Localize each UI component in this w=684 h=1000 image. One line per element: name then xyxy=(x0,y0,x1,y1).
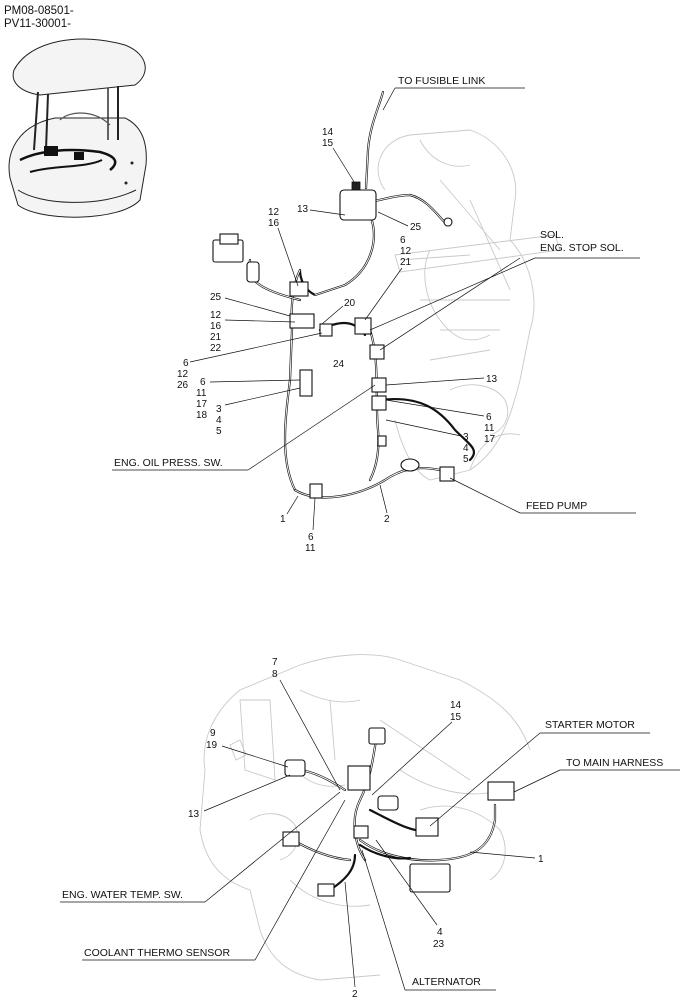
ref-14: 14 xyxy=(450,700,462,711)
ref-2: 2 xyxy=(384,514,390,525)
water-temp-switch xyxy=(284,759,306,777)
ref-4: 4 xyxy=(216,415,222,426)
terminal-nut xyxy=(351,181,361,191)
ref-9: 9 xyxy=(210,728,216,739)
ref-22: 22 xyxy=(210,343,222,354)
ref-11: 11 xyxy=(196,388,207,399)
battery-terminal xyxy=(368,727,386,745)
ref-13: 13 xyxy=(188,809,200,820)
ref-15: 15 xyxy=(450,712,462,723)
callout-starter-motor: STARTER MOTOR xyxy=(545,719,635,731)
ref-12: 12 xyxy=(177,369,189,380)
clamp-4 xyxy=(371,395,387,411)
ref-18: 18 xyxy=(196,410,208,421)
ref-1: 1 xyxy=(280,514,286,525)
ref-5: 5 xyxy=(216,426,222,437)
ref-11: 11 xyxy=(305,543,316,554)
ref-2: 2 xyxy=(352,989,358,1000)
ref-13: 13 xyxy=(486,374,498,385)
stop-sol-connector xyxy=(369,344,385,360)
ref-20: 20 xyxy=(344,298,356,309)
upper-wire-harness xyxy=(247,90,476,499)
boot xyxy=(400,458,420,472)
ref-6: 6 xyxy=(486,412,492,423)
feed-pump-connector xyxy=(439,466,455,482)
clamp-junction xyxy=(347,765,371,791)
ref-12: 12 xyxy=(400,246,412,257)
ref-12: 12 xyxy=(268,207,280,218)
clamp-3 xyxy=(319,323,333,337)
callout-sol: SOL. xyxy=(540,229,564,241)
upper-components xyxy=(212,181,455,499)
clip xyxy=(377,435,387,447)
ref-12: 12 xyxy=(210,310,222,321)
callout-eng-oil-press-sw: ENG. OIL PRESS. SW. xyxy=(114,457,223,469)
ref-21: 21 xyxy=(400,257,412,268)
ref-17: 17 xyxy=(484,434,496,445)
ref-3: 3 xyxy=(463,432,469,443)
lower-components xyxy=(282,727,515,897)
oil-press-sw-connector xyxy=(371,377,387,393)
clamp-1 xyxy=(289,281,309,297)
ref-4: 4 xyxy=(463,443,469,454)
mount-plate xyxy=(299,369,313,397)
clamp-5 xyxy=(309,483,323,499)
ref-21: 21 xyxy=(210,332,222,343)
starter-connector xyxy=(415,817,439,837)
ref-25: 25 xyxy=(210,292,222,303)
ref-17: 17 xyxy=(196,399,208,410)
fusible-link-bracket xyxy=(339,189,377,221)
ref-7: 7 xyxy=(272,657,278,668)
ref-16: 16 xyxy=(210,321,222,332)
callout-feed-pump: FEED PUMP xyxy=(526,500,587,512)
ref-5: 5 xyxy=(463,454,469,465)
ref-4: 4 xyxy=(437,927,443,938)
callout-to-main-harness: TO MAIN HARNESS xyxy=(566,757,663,769)
ref-11: 11 xyxy=(484,423,495,434)
lower-wire-harness xyxy=(291,738,497,892)
harness-end xyxy=(443,217,453,227)
solenoid-connector xyxy=(354,317,372,335)
clip xyxy=(353,825,369,839)
ref-15: 15 xyxy=(322,138,334,149)
machine-thumbnail xyxy=(8,38,147,218)
ref-1: 1 xyxy=(538,854,544,865)
ref-24: 24 xyxy=(333,359,345,370)
ref-14: 14 xyxy=(322,127,334,138)
ref-6: 6 xyxy=(308,532,314,543)
ref-23: 23 xyxy=(433,939,445,950)
connector-a xyxy=(377,795,399,811)
ref-19: 19 xyxy=(206,740,218,751)
clamp-2 xyxy=(289,313,315,329)
ref-6: 6 xyxy=(400,235,406,246)
main-harness-connector xyxy=(487,781,515,801)
callout-coolant-thermo-sensor: COOLANT THERMO SENSOR xyxy=(84,947,230,959)
ref-26: 26 xyxy=(177,380,189,391)
coolant-sensor-connector xyxy=(282,831,300,847)
ref-13: 13 xyxy=(297,204,309,215)
upper-callouts: TO FUSIBLE LINK SOL. ENG. STOP SOL. ENG.… xyxy=(112,75,640,514)
lower-reference-numbers: 7 8 14 15 9 19 13 1 4 23 2 xyxy=(188,657,544,1000)
ref-6: 6 xyxy=(200,377,206,388)
upper-engine-outline xyxy=(377,129,561,481)
tube-end xyxy=(246,261,260,283)
ref-3: 3 xyxy=(216,404,222,415)
callout-to-fusible-link: TO FUSIBLE LINK xyxy=(398,75,485,87)
ref-8: 8 xyxy=(272,669,278,680)
connector-cap xyxy=(219,233,239,245)
callout-alternator: ALTERNATOR xyxy=(412,976,481,988)
lower-engine-outline xyxy=(199,654,531,981)
serial-range-line-2: PV11-30001- xyxy=(4,18,71,30)
ref-16: 16 xyxy=(268,218,280,229)
alternator-bracket xyxy=(409,863,451,893)
callout-eng-water-temp-sw: ENG. WATER TEMP. SW. xyxy=(62,889,183,901)
lower-callouts: STARTER MOTOR TO MAIN HARNESS ENG. WATER… xyxy=(60,719,680,991)
upper-reference-numbers: 14 15 13 25 12 16 6 12 21 25 20 12 16 21… xyxy=(177,127,498,554)
ref-25: 25 xyxy=(410,222,422,233)
alternator-terminal xyxy=(317,883,335,897)
ref-6: 6 xyxy=(183,358,189,369)
serial-range-line-1: PM08-08501- xyxy=(4,5,74,17)
callout-eng-stop-sol: ENG. STOP SOL. xyxy=(540,242,624,254)
